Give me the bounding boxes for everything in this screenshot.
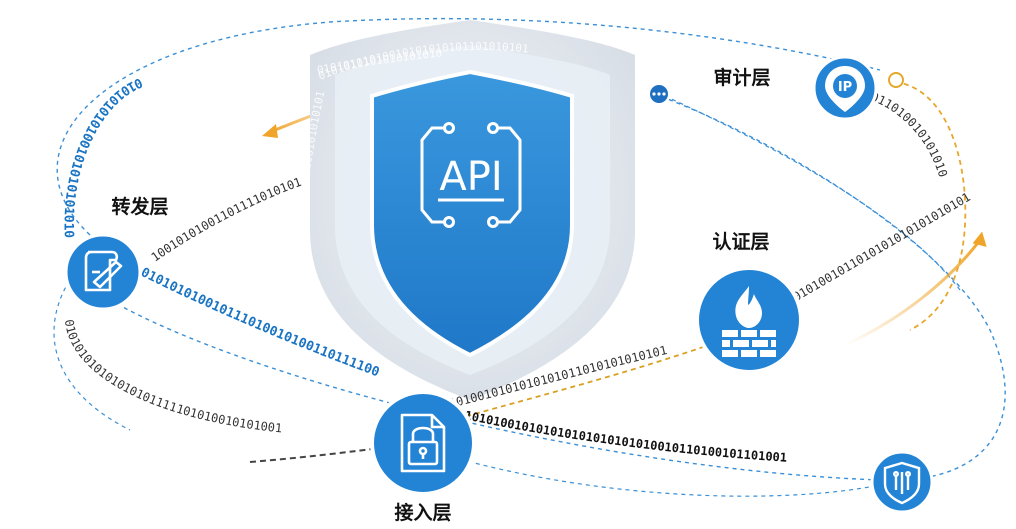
orbit-node-gold [888, 72, 904, 88]
forward-layer-node[interactable] [64, 233, 142, 311]
firewall-icon [722, 286, 776, 357]
lock-document-icon [400, 413, 446, 473]
api-circuit-icon [420, 122, 522, 228]
api-shield[interactable]: API [370, 69, 574, 358]
audit-layer-node[interactable]: IP [812, 55, 878, 121]
quill-document-icon [84, 250, 123, 292]
ip-badge-text: IP [838, 80, 852, 95]
auth-layer-label: 认证层 [712, 230, 769, 253]
security-badge-node[interactable] [870, 450, 934, 514]
audit-layer-label: 审计层 [713, 66, 770, 89]
forward-layer-label: 转发层 [111, 195, 168, 218]
access-layer-node[interactable] [370, 390, 476, 496]
auth-layer-node[interactable] [695, 266, 803, 374]
shield-circuit-icon [883, 461, 921, 505]
binary-bottom-left: 010101010101010101111101010010101001 [62, 319, 283, 436]
ip-location-icon: IP [825, 66, 865, 112]
access-layer-label: 接入层 [394, 502, 451, 524]
orbit-node [648, 83, 670, 105]
api-label: API [439, 154, 502, 200]
